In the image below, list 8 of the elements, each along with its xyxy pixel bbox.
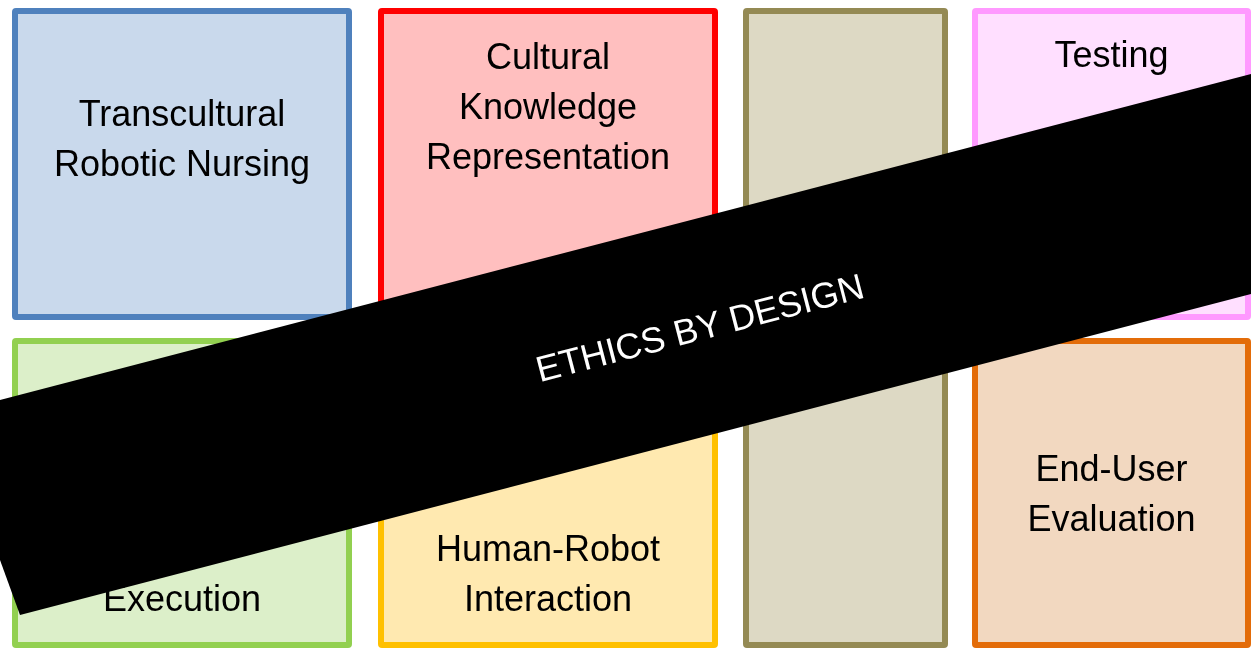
box-title: End-User Evaluation (1026, 447, 1197, 541)
banner-text: ETHICS BY DESIGN (531, 265, 869, 390)
box-title: Testing (1054, 33, 1169, 77)
topic-box (12, 8, 352, 320)
topic-box (972, 338, 1251, 648)
box-title: Human-Robot Interaction (434, 527, 662, 621)
box-title: Cultural Knowledge Representation (424, 35, 672, 179)
box-title: Transcultural Robotic Nursing (52, 92, 312, 186)
